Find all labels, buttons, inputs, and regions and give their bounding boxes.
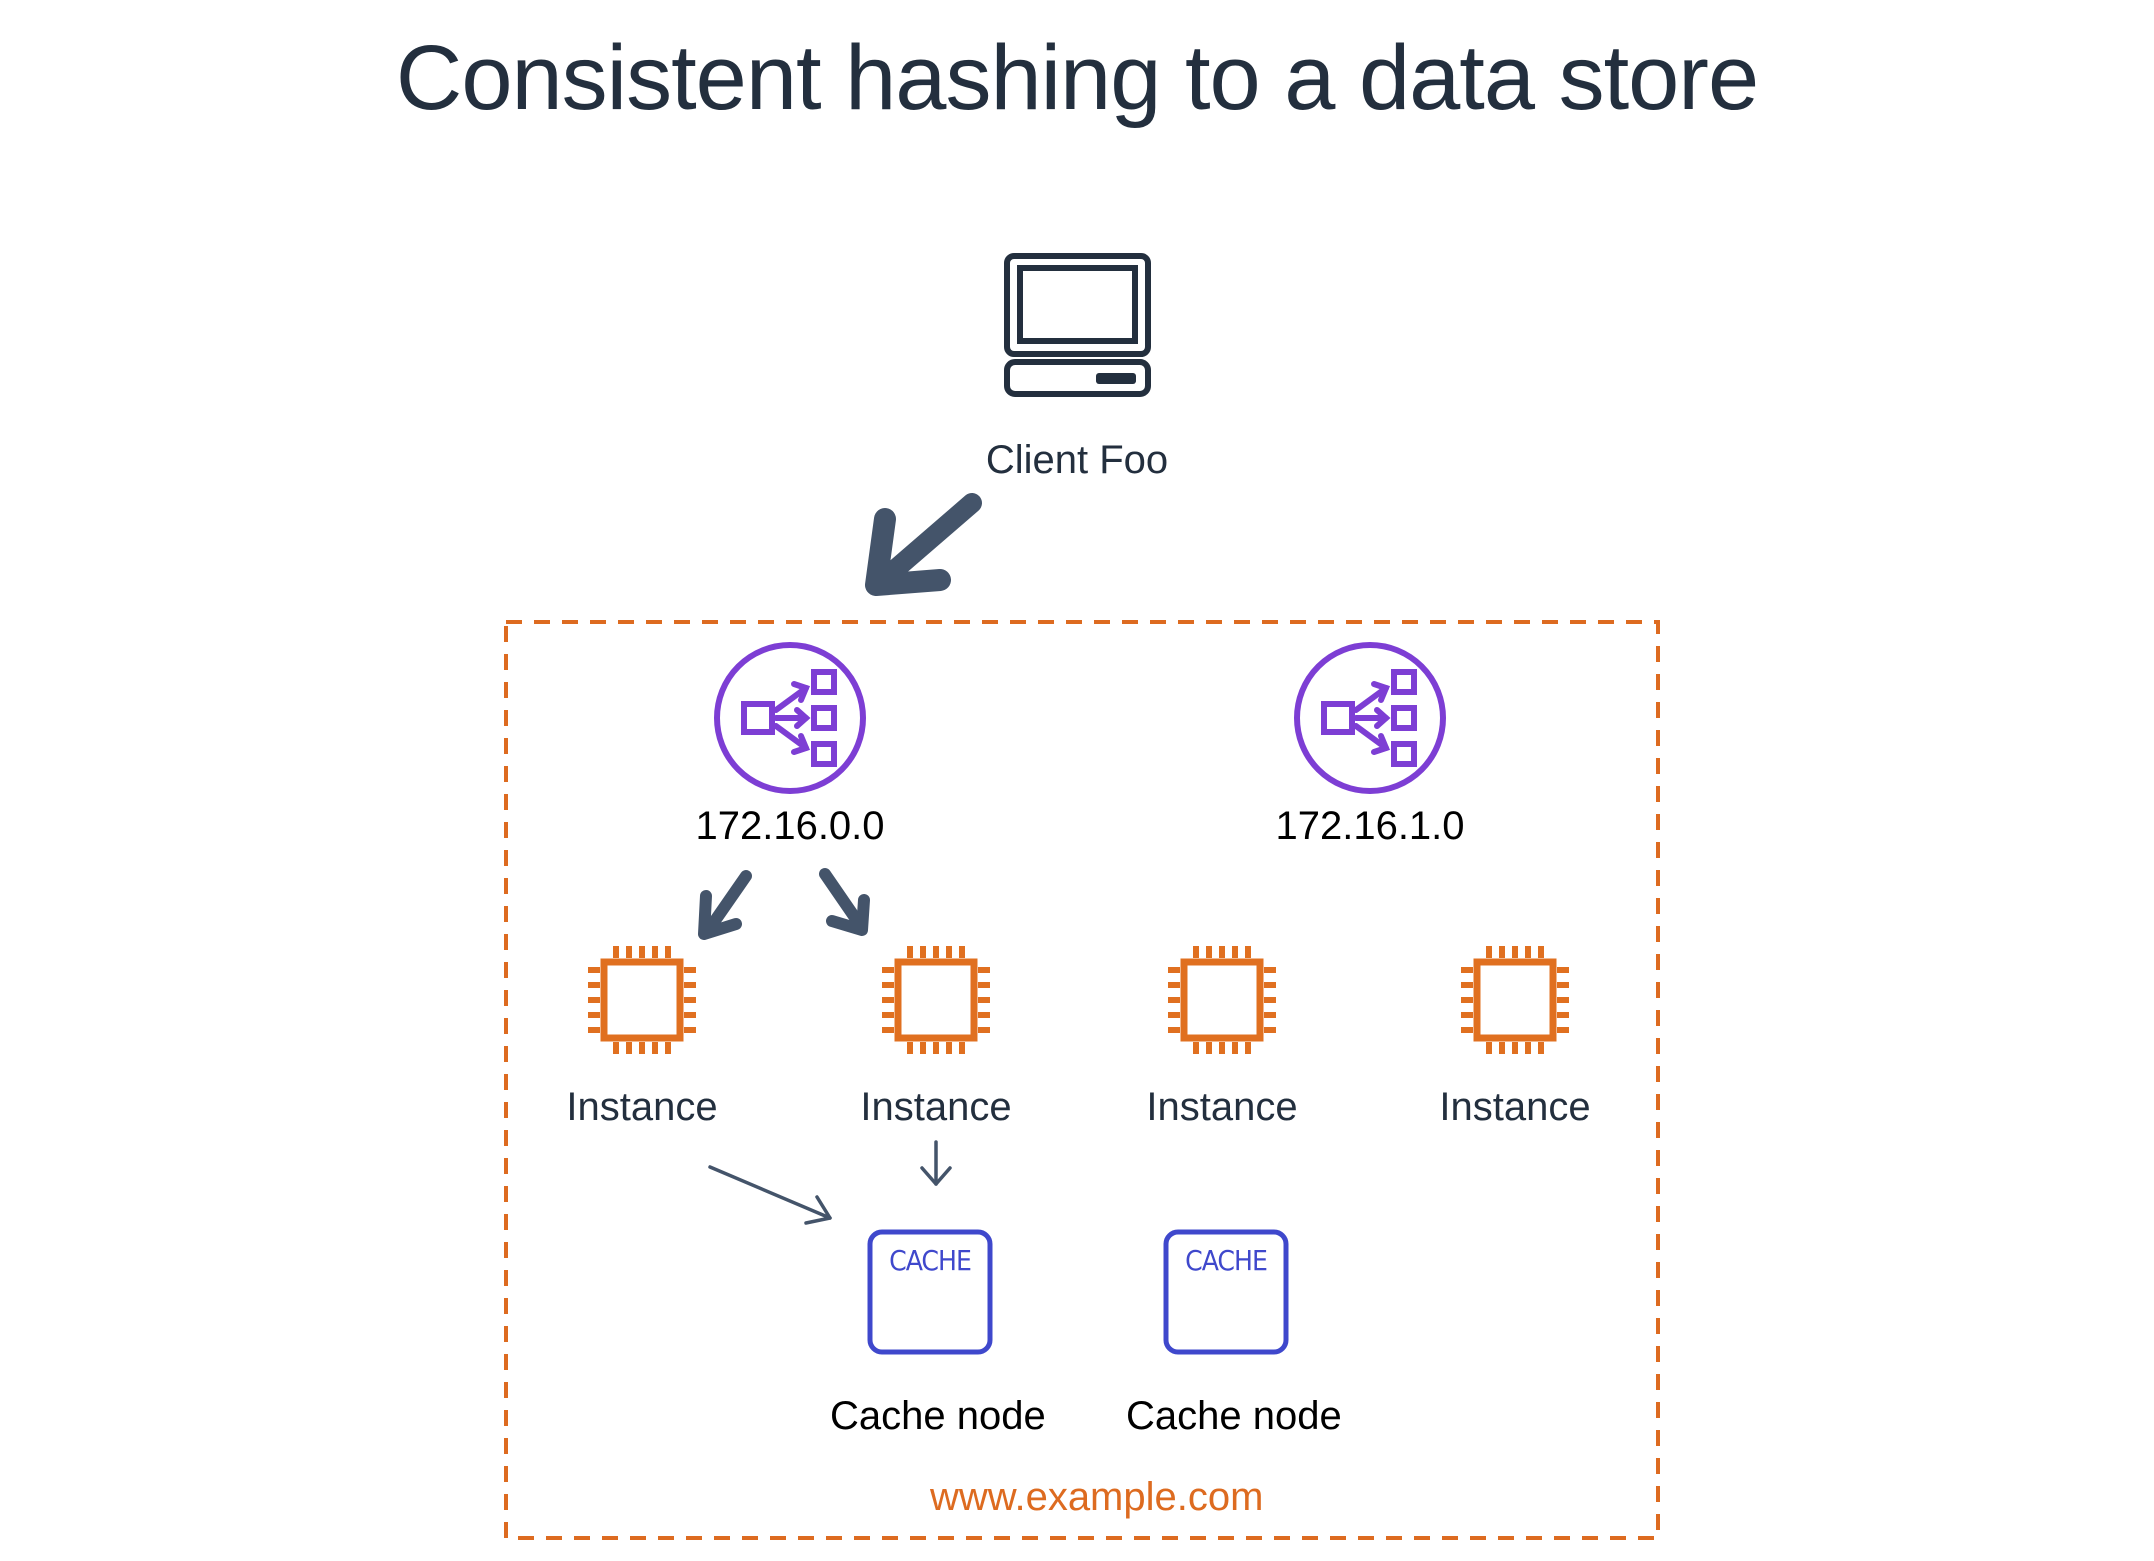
instance-chip-icon (882, 946, 990, 1054)
instance-chip-icon (1168, 946, 1276, 1054)
load-balancer-label: 172.16.0.0 (695, 804, 885, 848)
boundary-box (504, 620, 1660, 1540)
instance-label: Instance (860, 1085, 1012, 1129)
load-balancer-icon (717, 645, 863, 791)
cache-icon (867, 1229, 993, 1355)
diagram-title: Consistent hashing to a data store (395, 27, 1759, 129)
instance-to-cache-arrow (920, 1140, 952, 1186)
cache-icon-text: CACHE (889, 1244, 972, 1277)
lb-to-instance-arrow (819, 868, 870, 936)
instance-label: Instance (1146, 1085, 1298, 1129)
load-balancer-icon (1297, 645, 1443, 791)
client-label: Client Foo (985, 438, 1169, 482)
boundary-label: www.example.com (930, 1475, 1264, 1519)
cache-icon-text: CACHE (1185, 1244, 1268, 1277)
instance-label: Instance (1439, 1085, 1591, 1129)
cache-node-label: Cache node (830, 1394, 1046, 1438)
instance-label: Instance (566, 1085, 718, 1129)
cache-node-label: Cache node (1126, 1394, 1342, 1438)
load-balancer-label: 172.16.1.0 (1275, 804, 1465, 848)
desktop-client-icon (1004, 253, 1151, 397)
instance-to-cache-arrow (708, 1165, 832, 1225)
instance-chip-icon (1461, 946, 1569, 1054)
instance-chip-icon (588, 946, 696, 1054)
client-to-lb-arrow (865, 493, 982, 596)
cache-icon (1163, 1229, 1289, 1355)
lb-to-instance-arrow (698, 870, 752, 940)
